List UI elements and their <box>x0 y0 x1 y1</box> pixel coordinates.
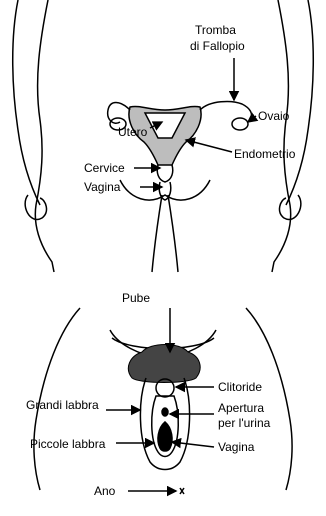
label-vagina-bottom: Vagina <box>218 440 255 454</box>
top-panel <box>13 0 314 272</box>
right-thigh <box>246 308 292 490</box>
crotch-curve <box>120 180 210 200</box>
urethral-opening <box>162 408 168 416</box>
label-pubis: Pube <box>122 291 150 305</box>
label-cervix: Cervice <box>84 161 125 175</box>
right-leg-inner <box>168 195 178 272</box>
arrow-vagina-bottom <box>172 442 214 447</box>
torso-left-outline <box>35 0 54 272</box>
label-fallopian-line1: Tromba <box>195 23 236 37</box>
left-arm <box>13 0 40 205</box>
label-urethral-line2: per l'urina <box>218 416 271 430</box>
vagina-canal <box>159 182 171 200</box>
arrow-endometrium <box>186 140 232 152</box>
label-ovary: Ovaio <box>258 109 290 123</box>
label-vagina-top: Vagina <box>84 180 121 194</box>
pubic-hair <box>128 345 200 383</box>
label-endometrium: Endometrio <box>234 147 296 161</box>
label-urethral-line1: Apertura <box>218 401 264 415</box>
label-clitoris: Clitoride <box>218 380 262 394</box>
anus-mark <box>180 488 184 494</box>
label-fallopian-line2: di Fallopio <box>190 39 245 53</box>
torso-right-outline <box>272 0 291 272</box>
label-uterus: Utero <box>118 125 148 139</box>
label-labia-majora: Grandi labbra <box>26 398 99 412</box>
left-leg-inner <box>152 195 162 272</box>
label-anus: Ano <box>94 484 116 498</box>
right-arm <box>286 0 313 205</box>
vaginal-opening <box>158 422 172 451</box>
right-ovary <box>232 118 248 130</box>
right-fallopian-tube <box>200 102 252 120</box>
label-labia-minora: Piccole labbra <box>30 437 106 451</box>
